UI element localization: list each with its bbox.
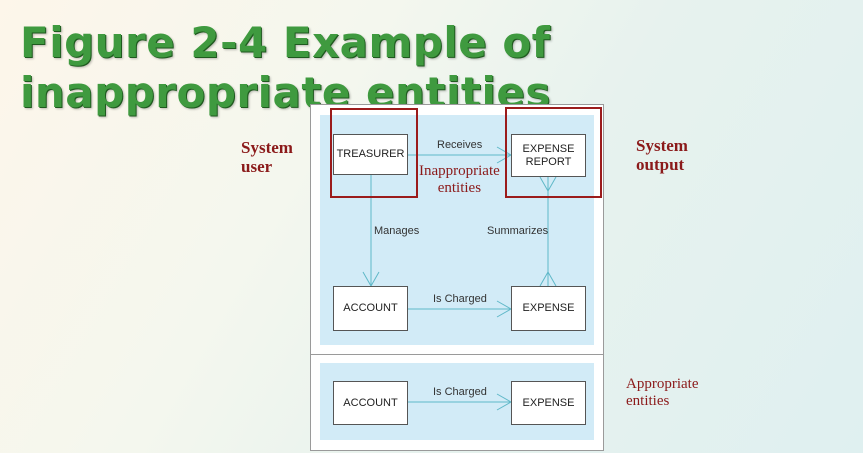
entity-expense-bottom: EXPENSE [511, 381, 586, 425]
entity-account-top: ACCOUNT [333, 286, 408, 331]
highlight-expense-report [505, 107, 602, 198]
relationship-is-charged-top: Is Charged [433, 293, 487, 305]
system-user-label: System user [241, 138, 293, 176]
erd-diagram: TREASURER EXPENSE REPORT ACCOUNT EXPENSE… [310, 104, 604, 451]
entity-expense-report: EXPENSE REPORT [511, 134, 586, 177]
summarizes-crowfoot-bottom [539, 270, 557, 287]
relationship-summarizes: Summarizes [487, 225, 549, 237]
relationship-manages: Manages [374, 225, 420, 237]
inappropriate-entities-label: Inappropriate entities [419, 163, 500, 196]
relationship-receives: Receives [437, 139, 483, 151]
highlight-treasurer [330, 108, 418, 198]
entity-account-bottom: ACCOUNT [333, 381, 408, 425]
slide-title: Figure 2-4 Example of inappropriate enti… [20, 18, 551, 117]
summarizes-crowfoot-top [539, 176, 557, 193]
entity-expense-top: EXPENSE [511, 286, 586, 331]
relationship-is-charged-bottom: Is Charged [433, 386, 487, 398]
panel-divider [311, 354, 603, 355]
appropriate-entities-label: Appropriate entities [626, 376, 699, 409]
entity-treasurer: TREASURER [333, 134, 408, 175]
system-output-label: System output [636, 136, 688, 174]
relationship-lines [362, 146, 557, 411]
